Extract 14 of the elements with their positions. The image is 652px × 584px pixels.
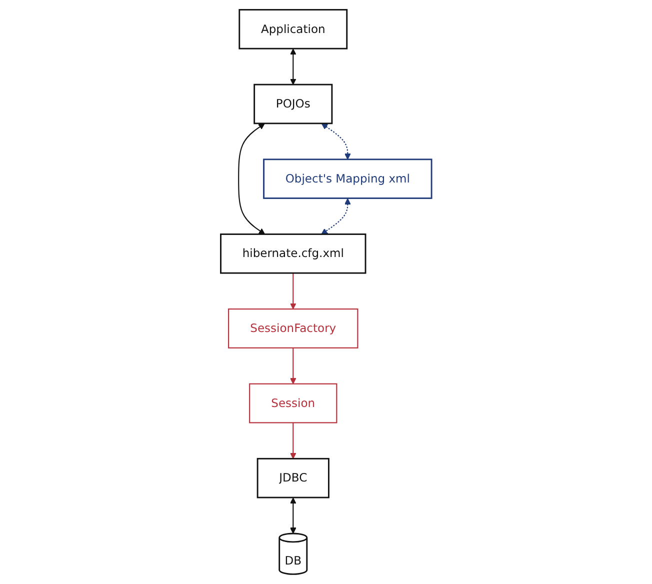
arrow — [290, 48, 296, 85]
node-box: hibernate.cfg.xml — [220, 234, 366, 274]
node-box: Object's Mapping xml — [262, 158, 432, 199]
node-box: POJOs — [253, 84, 332, 124]
arrow — [290, 273, 296, 310]
node-box: SessionFactory — [228, 308, 358, 348]
arrow — [290, 422, 296, 459]
arrow — [321, 198, 351, 235]
arrow — [290, 348, 296, 384]
node-box: Application — [238, 9, 348, 50]
node-box: Session — [248, 383, 338, 424]
arrow — [290, 498, 296, 534]
arrow — [321, 123, 351, 160]
arrow — [238, 123, 265, 235]
